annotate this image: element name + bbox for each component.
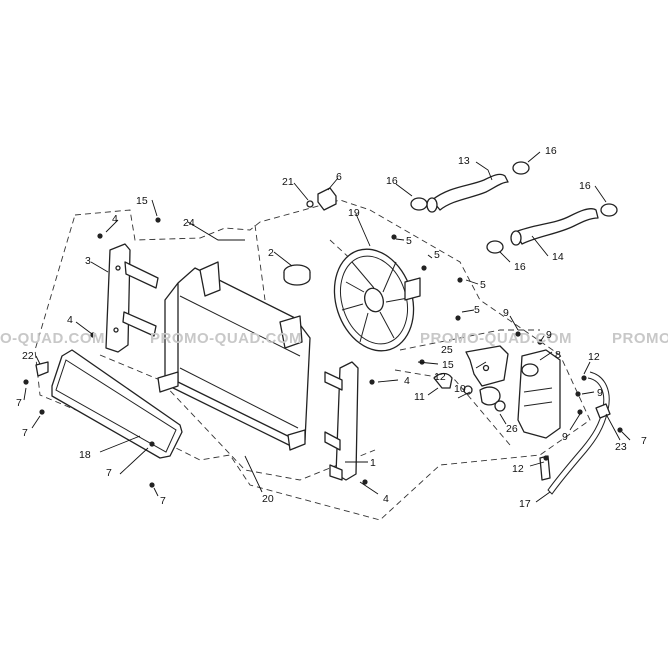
callout-4d: 4 (383, 493, 389, 505)
callout-5a: 5 (406, 235, 412, 247)
callout-12b: 12 (434, 371, 446, 383)
callout-7c: 7 (106, 467, 112, 479)
callout-19: 19 (348, 207, 360, 219)
callout-24: 24 (183, 217, 195, 229)
small-hose-parts (433, 372, 506, 412)
callout-7b: 7 (22, 427, 28, 439)
callout-15a: 15 (136, 195, 148, 207)
watermark-center-1: PROMO-QUAD.COM (150, 330, 302, 347)
callout-7a: 7 (16, 397, 22, 409)
callout-5b: 5 (434, 249, 440, 261)
callout-20: 20 (262, 493, 274, 505)
watermark: O-QUAD.COM PROMO-QUAD.COM PROMO-QUAD.COM… (0, 330, 668, 347)
callout-16a: 16 (386, 175, 398, 187)
callout-23: 23 (615, 441, 627, 453)
radiator-screen (35, 349, 183, 459)
callout-5c: 5 (480, 279, 486, 291)
hose-clamps (410, 161, 618, 254)
coolant-reservoir (517, 349, 561, 439)
callout-9b: 9 (546, 329, 552, 341)
callout-5d: 5 (474, 304, 480, 316)
callout-18: 18 (79, 449, 91, 461)
callout-15b: 15 (442, 359, 454, 371)
radiator-cap (283, 264, 311, 286)
radiator (157, 261, 311, 451)
reservoir-bracket (465, 345, 509, 387)
callout-4c: 4 (404, 375, 410, 387)
left-bracket (105, 243, 159, 353)
drain-plug (306, 187, 337, 211)
callout-4b: 4 (67, 314, 73, 326)
callout-12c: 12 (512, 463, 524, 475)
cooling-fan (333, 248, 421, 352)
callout-9c: 9 (597, 387, 603, 399)
callout-25: 25 (441, 344, 453, 356)
callout-21: 21 (282, 176, 294, 188)
callout-10: 10 (454, 383, 466, 395)
callout-7e: 7 (641, 435, 647, 447)
callout-17: 17 (519, 498, 531, 510)
fasteners (23, 217, 623, 488)
callout-2: 2 (268, 247, 274, 259)
callout-16c: 16 (514, 261, 526, 273)
callout-9a: 9 (503, 307, 509, 319)
watermark-left: O-QUAD.COM (0, 330, 105, 347)
right-bracket (324, 361, 359, 481)
callout-8: 8 (555, 349, 561, 361)
callout-14: 14 (552, 251, 564, 263)
callout-3: 3 (85, 255, 91, 267)
watermark-right: PROMO (612, 330, 668, 347)
callout-1: 1 (370, 457, 376, 469)
callout-26: 26 (506, 423, 518, 435)
callout-16d: 16 (579, 180, 591, 192)
callout-16b: 16 (545, 145, 557, 157)
upper-hose (426, 173, 509, 213)
callout-12a: 12 (588, 351, 600, 363)
callout-6: 6 (336, 171, 342, 183)
callout-7d: 7 (160, 495, 166, 507)
callout-11: 11 (414, 391, 425, 403)
leader-lines (23, 151, 631, 503)
callout-4a: 4 (112, 213, 118, 225)
callout-22: 22 (22, 350, 34, 362)
callout-13: 13 (458, 155, 470, 167)
watermark-center-2: PROMO-QUAD.COM (420, 330, 572, 347)
lower-hose (510, 208, 599, 246)
callout-labels: 1 2 3 4 4 4 4 5 5 5 5 6 7 7 7 7 7 8 9 9 … (16, 145, 647, 510)
callout-9d: 9 (562, 431, 568, 443)
